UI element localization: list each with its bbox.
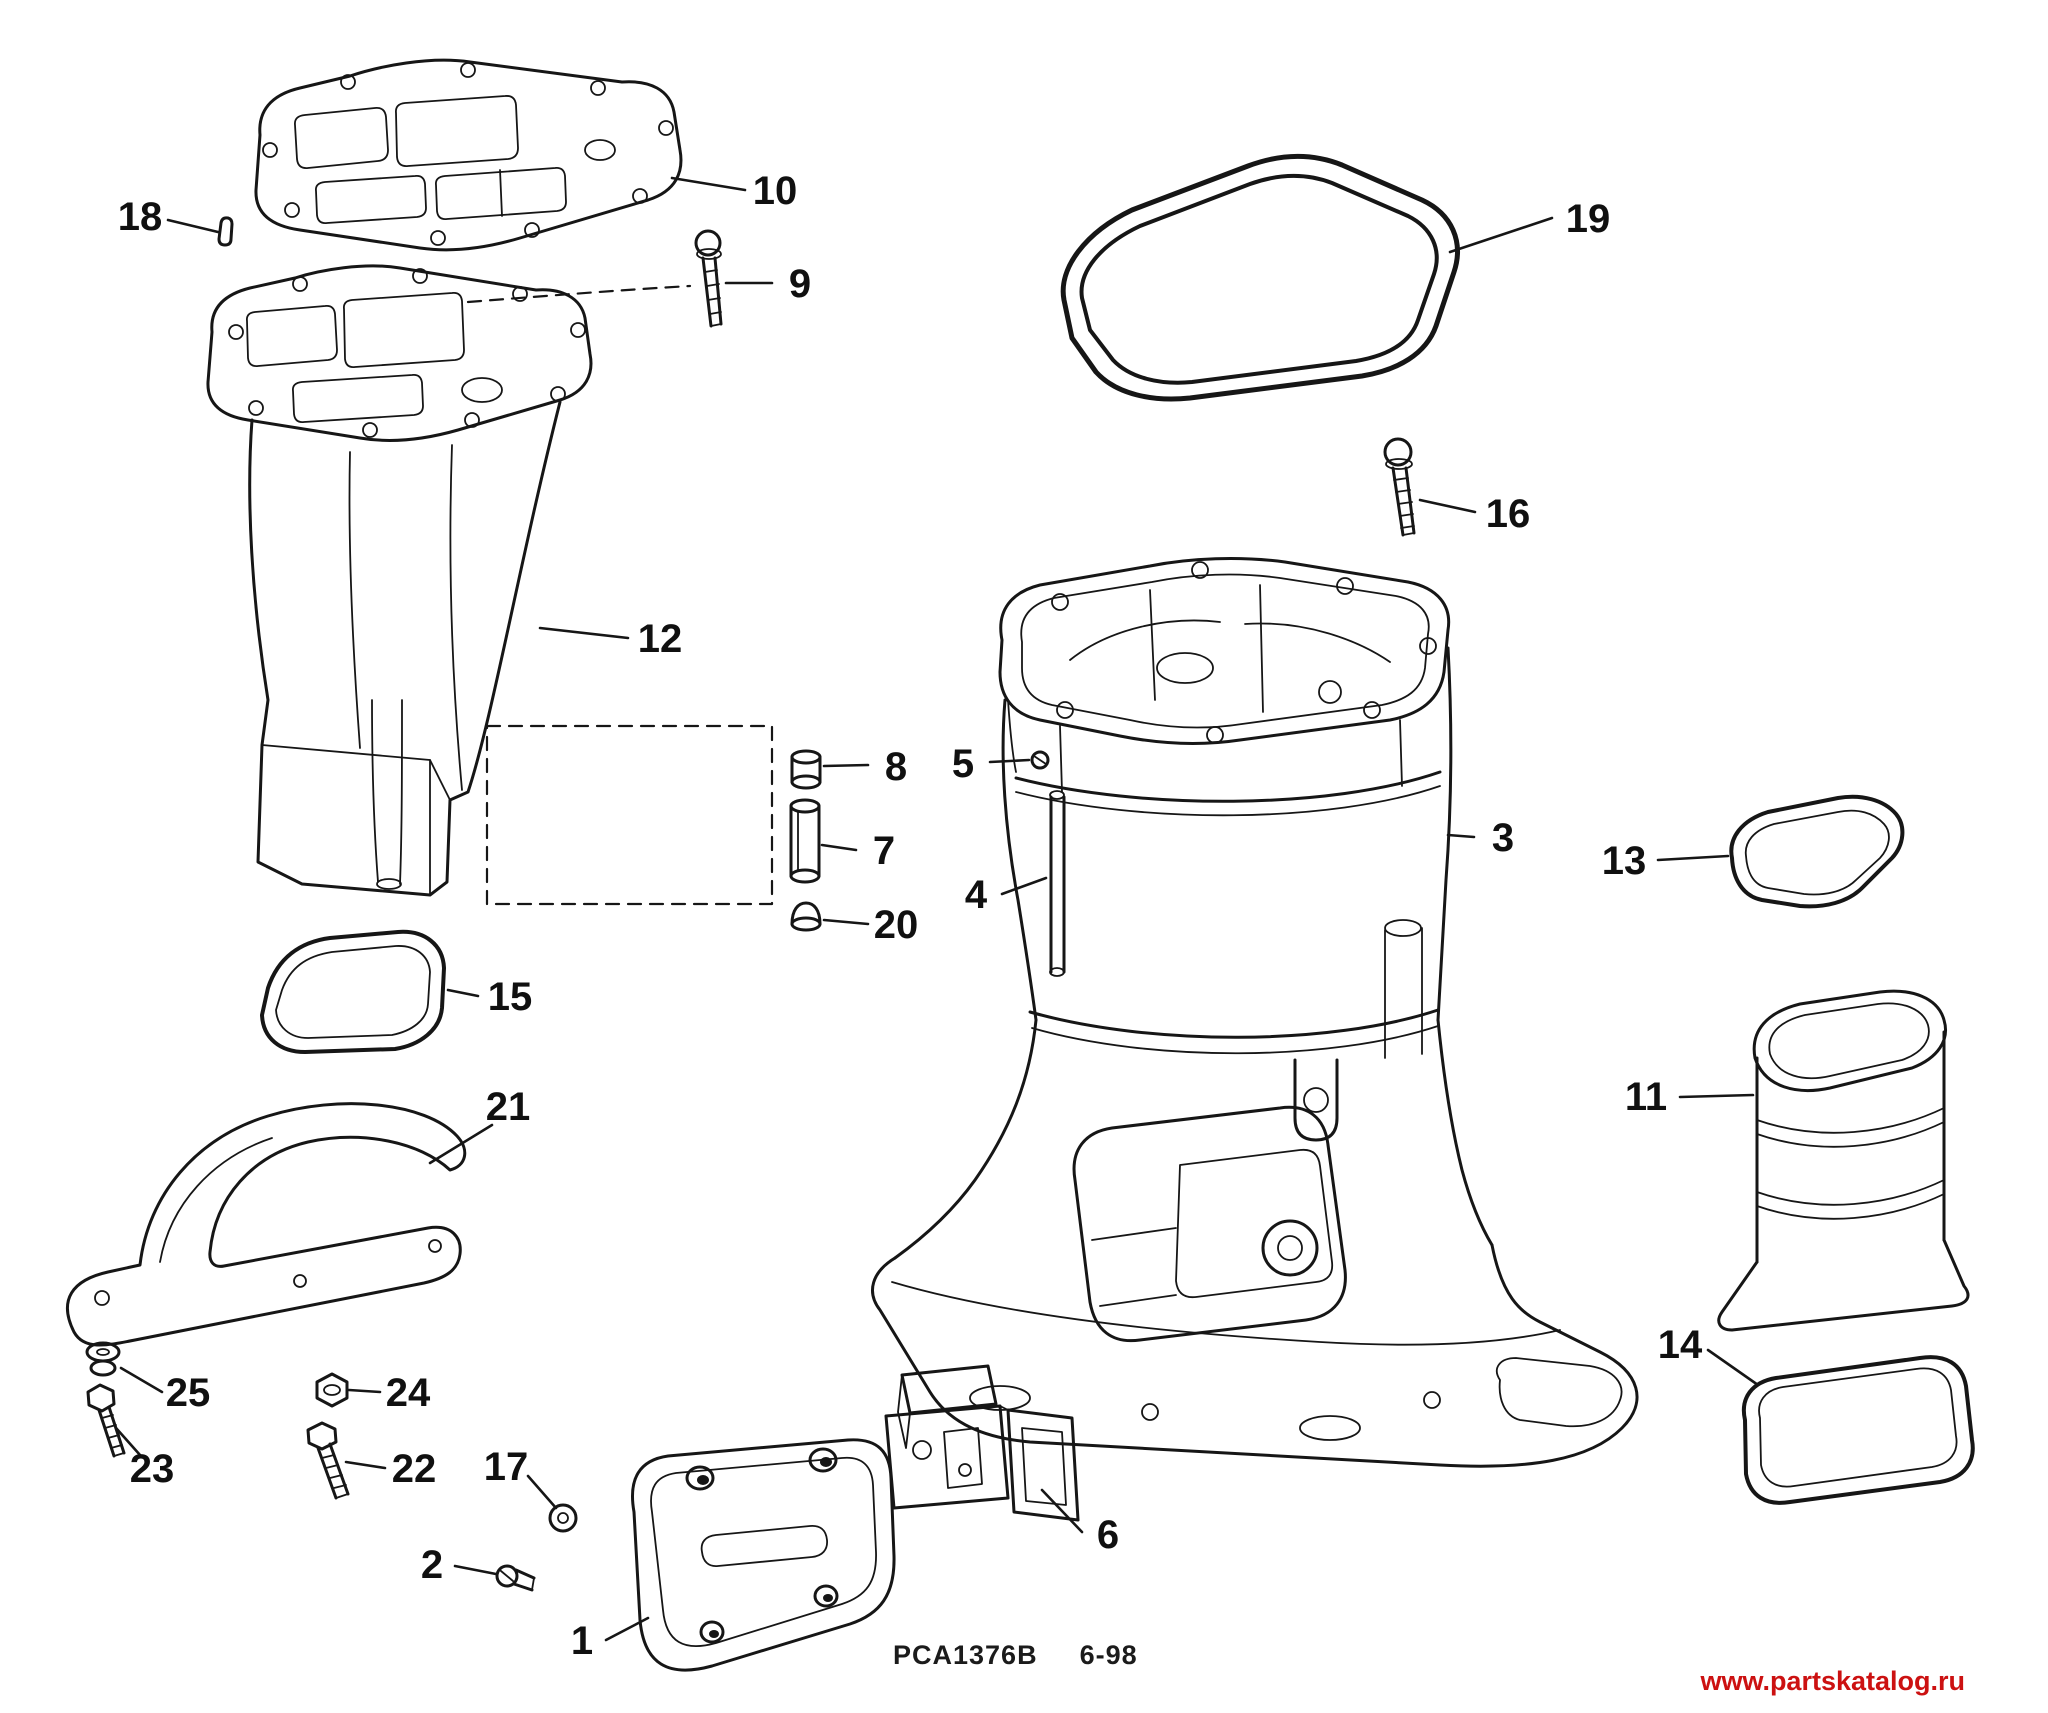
part-bolt-22 bbox=[306, 1421, 350, 1500]
callout-5: 5 bbox=[952, 742, 974, 786]
callout-10: 10 bbox=[753, 169, 798, 213]
part-seal-14 bbox=[1741, 1355, 1975, 1505]
callout-labels: 18 10 9 19 16 12 8 5 7 3 13 4 20 15 11 2… bbox=[118, 169, 1703, 1663]
callout-2: 2 bbox=[421, 1543, 443, 1587]
part-grommet-8 bbox=[790, 749, 822, 790]
callout-20: 20 bbox=[874, 903, 919, 947]
part-tube-7 bbox=[789, 798, 821, 884]
part-screw-5 bbox=[1030, 750, 1050, 770]
part-screw-9 bbox=[694, 229, 723, 328]
callout-19: 19 bbox=[1566, 197, 1611, 241]
callout-3: 3 bbox=[1492, 816, 1514, 860]
callout-8: 8 bbox=[885, 745, 907, 789]
part-cover-plate bbox=[631, 1438, 896, 1672]
part-washer-17 bbox=[548, 1503, 578, 1533]
callout-23: 23 bbox=[130, 1447, 175, 1491]
callout-6: 6 bbox=[1097, 1513, 1119, 1557]
callout-21: 21 bbox=[486, 1085, 531, 1129]
part-nut-24 bbox=[315, 1372, 349, 1408]
drawing-revision-date: 6-98 bbox=[1079, 1640, 1138, 1670]
callout-7: 7 bbox=[873, 829, 895, 873]
part-seal-13 bbox=[1729, 794, 1905, 909]
part-gasket-plate-upper bbox=[254, 58, 683, 252]
drawing-code: PCA1376B 6-98 bbox=[893, 1640, 1138, 1671]
callout-4: 4 bbox=[965, 873, 988, 917]
callout-11: 11 bbox=[1625, 1075, 1667, 1119]
part-main-housing bbox=[871, 557, 1639, 1468]
callout-1: 1 bbox=[571, 1619, 593, 1663]
part-anode-assembly bbox=[884, 1364, 1080, 1522]
callout-17: 17 bbox=[484, 1445, 529, 1489]
part-screw-23 bbox=[86, 1383, 126, 1458]
callout-25: 25 bbox=[166, 1371, 211, 1415]
callout-22: 22 bbox=[392, 1447, 437, 1491]
callout-13: 13 bbox=[1602, 839, 1647, 883]
part-cap-20 bbox=[790, 901, 822, 932]
part-bracket bbox=[65, 1102, 467, 1347]
watermark-url: www.partskatalog.ru bbox=[1700, 1666, 1965, 1696]
part-screw-2 bbox=[495, 1564, 536, 1592]
part-seal-lower bbox=[260, 929, 446, 1054]
part-exhaust-adapter bbox=[1717, 989, 1970, 1332]
part-pin-18 bbox=[217, 216, 234, 247]
callout-24: 24 bbox=[386, 1371, 431, 1415]
part-gasket-ring-upper bbox=[1060, 154, 1460, 402]
callout-15: 15 bbox=[488, 975, 533, 1019]
assembly-reference-dashes bbox=[466, 284, 774, 906]
part-washer-stack bbox=[85, 1341, 121, 1377]
callout-12: 12 bbox=[638, 617, 683, 661]
part-water-tube bbox=[1049, 790, 1066, 977]
part-inner-exhaust-housing bbox=[206, 264, 593, 897]
callout-16: 16 bbox=[1486, 492, 1531, 536]
part-screw-16 bbox=[1383, 437, 1416, 537]
callout-9: 9 bbox=[789, 262, 811, 306]
callout-14: 14 bbox=[1658, 1323, 1703, 1367]
drawing-code-number: PCA1376B bbox=[893, 1640, 1038, 1670]
callout-18: 18 bbox=[118, 195, 163, 239]
leader-lines bbox=[114, 176, 1760, 1642]
